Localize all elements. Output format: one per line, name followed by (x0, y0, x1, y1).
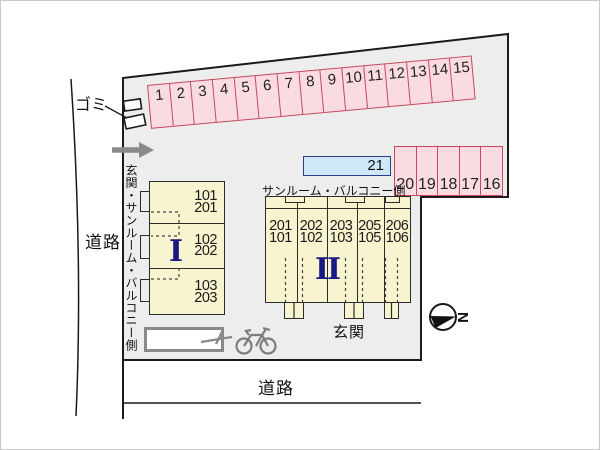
parking-space-20: 20 (395, 147, 417, 195)
room-number: 206 (385, 218, 409, 234)
room-number: 103 (329, 229, 353, 246)
building2-balcony-notch (345, 197, 365, 203)
sunroom-balcony-side-label: サンルーム・バルコニー側 (262, 184, 406, 198)
road-label-left: 道路 (85, 233, 121, 252)
room-number: 103 (194, 278, 217, 294)
road-curve-left (70, 78, 80, 417)
bicycle-icon (235, 326, 277, 355)
building1-numeral: I (168, 234, 184, 269)
parking-space-18: 18 (438, 147, 460, 195)
entrance-arrow-icon (112, 142, 154, 158)
building2-unit-divider (357, 197, 358, 302)
building2-unit-divider (327, 197, 328, 302)
garbage-label: ゴミ (75, 97, 108, 114)
building2-unit-205-105: 205 105 (358, 218, 381, 246)
parking-space-16: 16 (481, 147, 502, 195)
room-number: 102 (299, 229, 323, 246)
parking-space-number: 16 (482, 176, 501, 193)
building2-unit-202-102: 202 102 (299, 218, 323, 246)
building2-balcony-notch (285, 197, 305, 203)
parking-space-number: 17 (461, 176, 479, 193)
building1-unit-103-203: 103 203 (150, 269, 224, 316)
entrance-sunroom-balcony-side-vertical-label: 玄関・サンルーム・バルコニー側 (124, 164, 138, 352)
building2-unit-divider (297, 197, 298, 302)
parking-space-17: 17 (460, 147, 482, 195)
parking-space-number: 20 (396, 176, 415, 193)
building2-entry-dashed-lines (284, 258, 399, 302)
room-number: 105 (358, 229, 381, 246)
north-arrow-icon: N (429, 303, 471, 331)
building1-unit-101-201: 101 201 (150, 182, 224, 224)
building2-unit-206-106: 206 106 (385, 218, 409, 246)
garbage-bin-icon (122, 97, 147, 130)
building1-entry-dashed-path (151, 268, 180, 280)
building2-porch-dividers (293, 303, 393, 318)
building2-unit-203-103: 203 103 (329, 218, 353, 246)
room-number: 202 (299, 218, 323, 234)
room-number: 205 (358, 218, 381, 234)
building2-numeral: II (314, 252, 341, 287)
road-label-bottom: 道路 (258, 379, 294, 398)
room-number: 106 (385, 229, 409, 246)
bicycle-leader-line (200, 331, 233, 345)
entrance-label: 玄関 (332, 324, 366, 341)
room-number: 102 (194, 231, 217, 248)
parking-space-number: 18 (439, 176, 458, 193)
building2-balcony-notch (385, 197, 400, 203)
building1-entry-dashed-path (151, 211, 180, 237)
parking-row-16-20: 20 19 18 17 16 (394, 146, 503, 196)
room-number: 203 (194, 289, 217, 306)
building-1: 101 201 102 202 103 203 (149, 181, 225, 315)
room-number: 202 (194, 243, 217, 259)
building1-unit-102-202: 102 202 (150, 224, 224, 269)
room-number: 101 (194, 188, 217, 204)
parking-space-19: 19 (417, 147, 439, 195)
room-number: 201 (269, 218, 292, 234)
room-number: 201 (194, 199, 217, 216)
north-label: N (454, 312, 471, 323)
parking-space-number: 19 (417, 176, 436, 193)
building2-balcony-line (266, 207, 410, 209)
room-number: 101 (269, 229, 292, 246)
building-2 (265, 196, 411, 303)
room-number: 203 (329, 218, 353, 234)
building2-unit-divider (384, 197, 385, 302)
building2-unit-201-101: 201 101 (269, 218, 292, 246)
parking-space-21: 21 (303, 156, 391, 176)
